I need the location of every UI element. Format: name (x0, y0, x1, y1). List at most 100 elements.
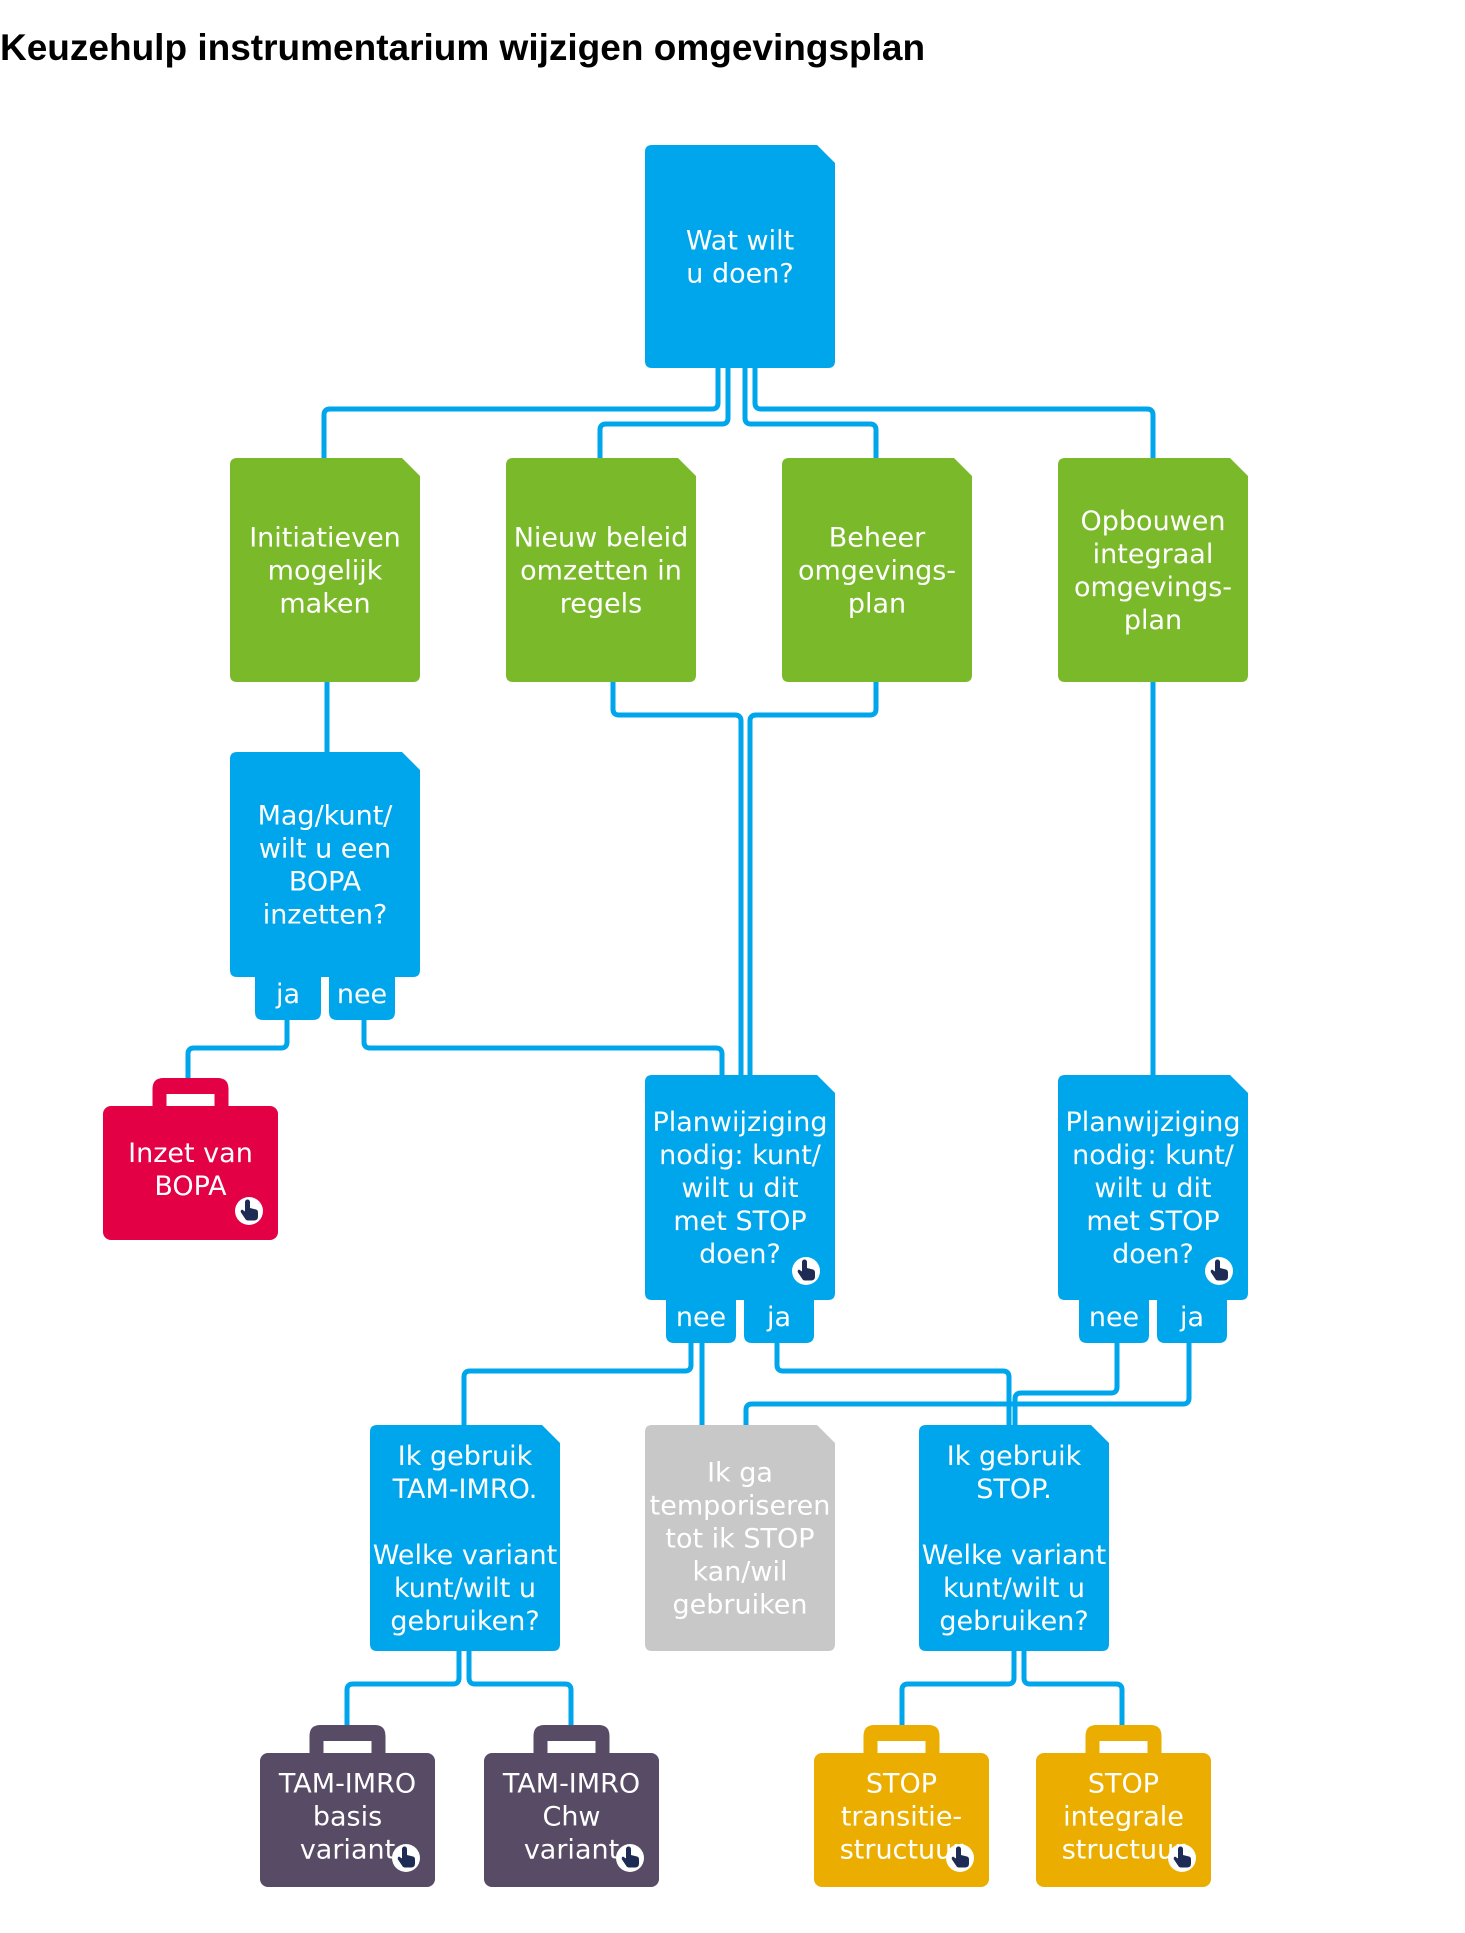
case-stop-transition[interactable] (814, 1753, 989, 1887)
option-initiatives[interactable] (230, 458, 420, 682)
choice-stop[interactable] (919, 1425, 1109, 1651)
connector-plan2-ja-temp (743, 1335, 1192, 1428)
node-text-line: doen? (699, 1239, 781, 1270)
connector-opt3-plan1 (747, 679, 879, 1078)
node-text-line: BOPA (154, 1171, 227, 1202)
connector-bopa-nee (361, 1012, 725, 1078)
answer-label-yes: ja (275, 979, 300, 1010)
node-text-line: inzetten? (263, 899, 388, 930)
hand-pointer-icon[interactable] (616, 1844, 644, 1872)
node-text-line: Planwijziging (652, 1107, 827, 1138)
connector-start-opt3 (742, 365, 879, 461)
node-text-line: TAM-IMRO (278, 1768, 416, 1799)
node-text-line: Beheer (829, 522, 926, 553)
node-text-line: Welke variant (922, 1540, 1106, 1571)
hand-pointer-icon[interactable] (1205, 1257, 1233, 1285)
connector-plan2-nee-stop (1012, 1335, 1120, 1428)
node-text-line: nodig: kunt/ (1072, 1140, 1235, 1171)
node-text-line: omgevings- (798, 555, 956, 586)
connector-start-opt1 (321, 365, 721, 461)
node-text-line: wilt u een (259, 833, 391, 864)
case-tam-chw-handle (533, 1725, 610, 1757)
node-text-line: STOP (866, 1768, 937, 1799)
answer-tab-yes[interactable] (255, 970, 321, 1020)
node-text-line: basis (313, 1801, 382, 1832)
connector-tam-basis (344, 1648, 462, 1728)
connector-start-opt2 (597, 365, 731, 461)
node-text-line: gebruiken (673, 1589, 808, 1620)
connector-lines (185, 365, 1192, 1728)
question-what-to-do[interactable] (645, 145, 835, 368)
node-text-line: doen? (1112, 1239, 1194, 1270)
node-text-line: Welke variant (373, 1540, 557, 1571)
answer-label-no: nee (676, 1302, 726, 1333)
answer-tab-no[interactable] (1079, 1293, 1149, 1343)
node-text-line: Opbouwen (1081, 506, 1226, 537)
connector-bopa-ja (185, 1012, 290, 1081)
node-text-line: wilt u dit (1094, 1173, 1211, 1204)
case-stop-integral[interactable] (1036, 1753, 1211, 1887)
case-tam-basis[interactable] (260, 1753, 435, 1887)
node-text-line: plan (848, 588, 906, 619)
node-text-line: kunt/wilt u (394, 1573, 536, 1604)
answer-tab-yes[interactable] (1157, 1293, 1227, 1343)
node-text-line: nodig: kunt/ (659, 1140, 822, 1171)
answer-tab-no[interactable] (666, 1293, 736, 1343)
answer-tab-yes[interactable] (744, 1293, 814, 1343)
question-plan-change-1[interactable] (645, 1075, 835, 1300)
connector-start-opt4 (752, 365, 1156, 461)
node-text-line: Ik gebruik (398, 1441, 533, 1472)
hand-pointer-icon[interactable] (946, 1844, 974, 1872)
node-text-line: gebruiken? (390, 1606, 539, 1637)
node-text-line: u doen? (686, 258, 793, 289)
node-text-line: met STOP (1086, 1206, 1219, 1237)
hand-pointer-icon[interactable] (1168, 1844, 1196, 1872)
answer-tab-no[interactable] (329, 970, 395, 1020)
hand-pointer-icon[interactable] (792, 1257, 820, 1285)
case-bopa[interactable] (103, 1106, 278, 1240)
option-manage-plan[interactable] (782, 458, 972, 682)
node-text-line: maken (279, 588, 370, 619)
node-text-line: structuur (1062, 1834, 1187, 1865)
node-text-line: integraal (1093, 539, 1214, 570)
node-text-line: omgevings- (1074, 572, 1232, 603)
connector-opt2-plan1 (610, 679, 744, 1078)
node-text-line: Mag/kunt/ (258, 800, 394, 831)
node-text-line: Planwijziging (1065, 1107, 1240, 1138)
connector-plan1-ja-stop (774, 1335, 1012, 1428)
connector-stop-trans (899, 1648, 1017, 1728)
node-text-line: Ik gebruik (947, 1441, 1082, 1472)
node-text-line: regels (560, 588, 642, 619)
choice-tam-imro[interactable] (370, 1425, 560, 1651)
node-text-line: STOP (1088, 1768, 1159, 1799)
question-plan-change-2[interactable] (1058, 1075, 1248, 1300)
node-text-line: variant (524, 1834, 619, 1865)
question-bopa[interactable] (230, 752, 420, 977)
node-text-line: TAM-IMRO (502, 1768, 640, 1799)
answer-label-no: nee (1089, 1302, 1139, 1333)
node-text-line: mogelijk (268, 555, 383, 586)
node-text-line: TAM-IMRO. (392, 1474, 538, 1505)
case-tam-chw[interactable] (484, 1753, 659, 1887)
answer-label-no: nee (337, 979, 387, 1010)
connector-plan1-nee-tam (461, 1335, 694, 1428)
node-text-line: omzetten in (520, 555, 682, 586)
answer-label-yes: ja (1179, 1302, 1204, 1333)
hand-pointer-icon[interactable] (392, 1844, 420, 1872)
node-text-line: Inzet van (128, 1138, 253, 1169)
node-text-line: transitie- (841, 1801, 962, 1832)
node-text-line: temporiseren (650, 1490, 831, 1521)
answer-label-yes: ja (766, 1302, 791, 1333)
connector-tam-chw (466, 1648, 574, 1728)
connector-stop-integ (1021, 1648, 1125, 1728)
choice-temporize[interactable] (645, 1425, 835, 1651)
node-text-line: kunt/wilt u (943, 1573, 1085, 1604)
option-build-plan[interactable] (1058, 458, 1248, 682)
hand-pointer-icon[interactable] (235, 1197, 263, 1225)
node-text-line: STOP. (976, 1474, 1052, 1505)
node-text-line: wilt u dit (681, 1173, 798, 1204)
case-stop-integral-handle (1085, 1725, 1162, 1757)
option-new-policy[interactable] (506, 458, 696, 682)
node-text-line: gebruiken? (939, 1606, 1088, 1637)
